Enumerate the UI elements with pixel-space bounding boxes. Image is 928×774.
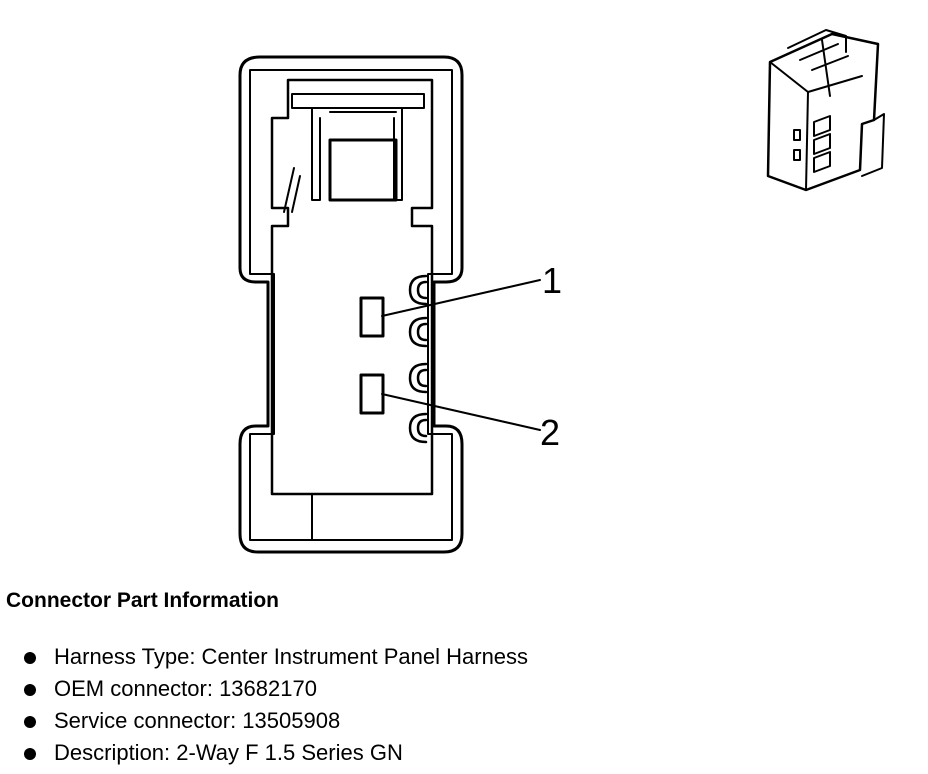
callout-label-2: 2: [540, 412, 560, 453]
bullet-icon: [24, 748, 36, 760]
list-item-text: OEM connector: 13682170: [54, 676, 317, 701]
callout-leader-2: [381, 393, 541, 431]
connector-outer-body: [238, 55, 464, 554]
iso-front-face: [769, 61, 863, 93]
connector-inner-outline: [249, 69, 453, 541]
list-item-text: Harness Type: Center Instrument Panel Ha…: [54, 644, 529, 669]
section-title: Connector Part Information: [6, 589, 280, 612]
latch-arm-left: [311, 107, 321, 201]
latch-top-rail: [291, 93, 425, 109]
side-ribs: [408, 274, 428, 444]
list-item-service-connector: Service connector: 13505908: [0, 707, 528, 739]
iso-side-ribs: [813, 115, 831, 173]
connector-face-view: [238, 55, 541, 554]
list-item-harness-type: Harness Type: Center Instrument Panel Ha…: [0, 643, 528, 675]
callout-label-1: 1: [542, 260, 562, 301]
connector-info-list: Harness Type: Center Instrument Panel Ha…: [0, 643, 528, 771]
bullet-icon: [24, 684, 36, 696]
connector-isometric-view: [766, 29, 885, 192]
latch-arm-right: [393, 107, 403, 201]
bullet-icon: [24, 716, 36, 728]
terminal-cavity-2: [359, 373, 385, 415]
latch-frame: [270, 78, 434, 496]
iso-body-outline: [766, 32, 880, 192]
bullet-icon: [24, 652, 36, 664]
iso-side-step: [861, 113, 885, 177]
iso-cavity-1: [793, 129, 801, 141]
latch-left-bevel: [283, 167, 301, 213]
connector-diagram: 1 2: [238, 29, 885, 554]
iso-front-edge: [805, 91, 809, 191]
list-item-description: Description: 2-Way F 1.5 Series GN: [0, 739, 528, 771]
terminal-cavity-1: [359, 296, 385, 338]
list-item-text: Description: 2-Way F 1.5 Series GN: [54, 740, 403, 765]
iso-top-latch: [787, 29, 849, 97]
latch-tab: [328, 138, 398, 202]
iso-cavity-2: [793, 149, 801, 161]
callout-leader-1: [381, 279, 541, 317]
list-item-oem-connector: OEM connector: 13682170: [0, 675, 528, 707]
list-item-text: Service connector: 13505908: [54, 708, 341, 733]
